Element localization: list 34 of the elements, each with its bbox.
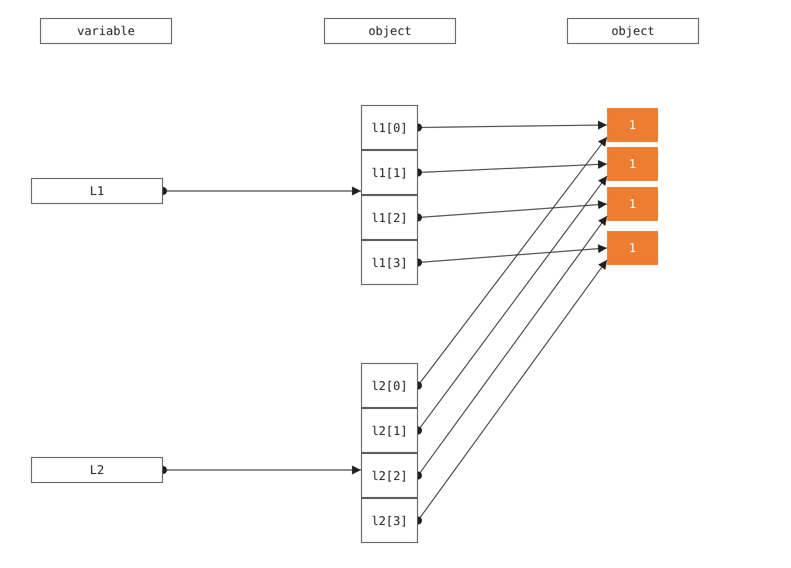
variable-box — [31, 178, 163, 204]
array-cell — [361, 150, 418, 195]
array-cell — [361, 240, 418, 285]
array-cell — [361, 195, 418, 240]
value-box — [607, 187, 658, 221]
node-label: l2[2] — [371, 468, 408, 482]
value-box — [607, 108, 658, 142]
node-label: L1 — [90, 184, 104, 198]
node-label: L2 — [90, 463, 104, 477]
array-cell — [361, 453, 418, 498]
value-box — [607, 147, 658, 181]
header-box — [324, 18, 456, 44]
header-box — [40, 18, 172, 44]
array-cell — [361, 363, 418, 408]
node-label: 1 — [628, 241, 636, 255]
node-label: l1[0] — [371, 120, 408, 134]
header-box — [567, 18, 699, 44]
node-label: 1 — [628, 157, 636, 171]
variable-box — [31, 457, 163, 483]
node-label: variable — [77, 24, 135, 38]
array-cell — [361, 408, 418, 453]
node-label: l2[3] — [371, 514, 408, 528]
node-label: l1[1] — [371, 166, 408, 180]
node-label: 1 — [628, 197, 636, 211]
node-label: l2[0] — [371, 378, 408, 392]
node-label: object — [368, 24, 412, 38]
node-label: l2[1] — [371, 424, 408, 438]
array-cell — [361, 105, 418, 150]
node-label: object — [611, 24, 655, 38]
node-label: l1[3] — [371, 256, 408, 270]
node-label: 1 — [628, 118, 636, 132]
array-cell — [361, 498, 418, 543]
node-label: l1[2] — [371, 210, 408, 224]
value-box — [607, 231, 658, 265]
